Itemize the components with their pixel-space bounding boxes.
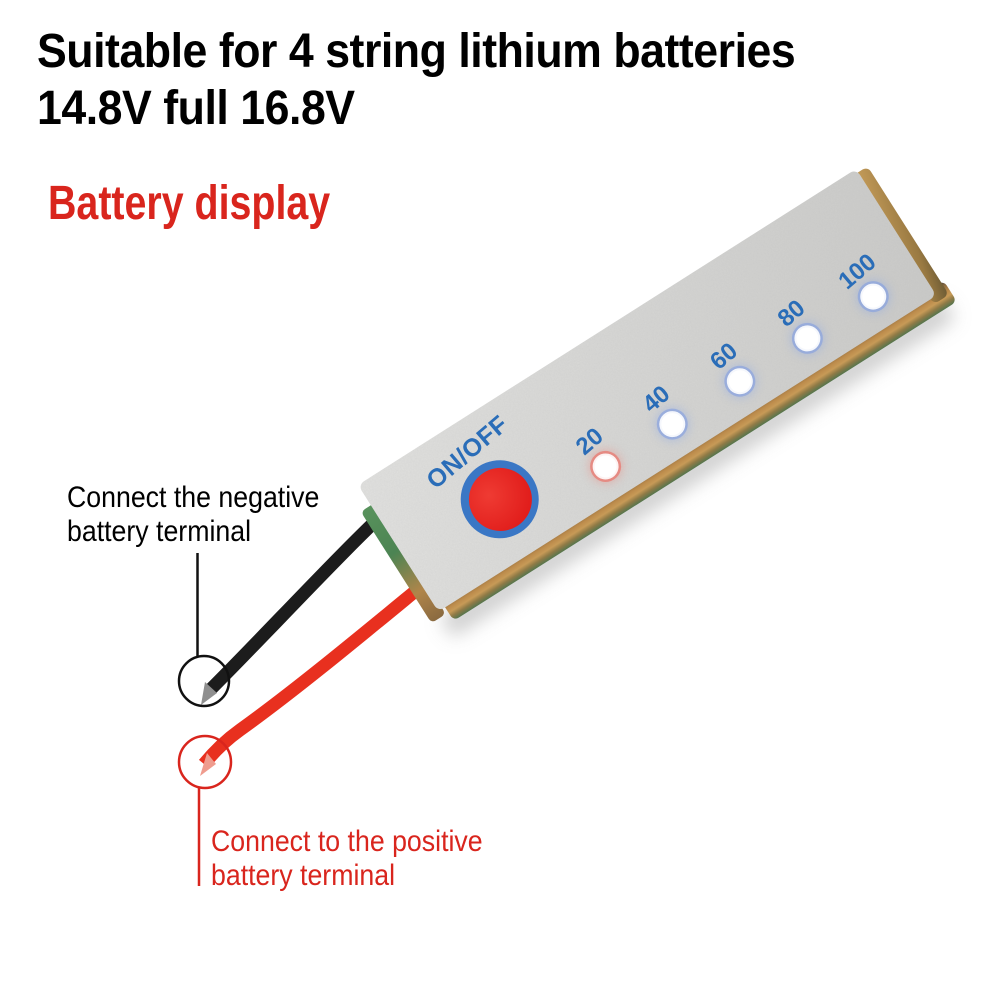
positive-terminal-circle — [177, 734, 233, 790]
negative-callout-line-1: Connect the negative — [67, 481, 320, 514]
negative-callout-line-2: battery terminal — [67, 515, 252, 548]
battery-indicator-board: ON/OFF 20 40 60 80 100 — [358, 166, 957, 624]
negative-terminal-circle — [177, 654, 231, 708]
positive-callout-line-2: battery terminal — [211, 859, 396, 892]
negative-wire-tip — [201, 682, 217, 705]
board-face: ON/OFF 20 40 60 80 100 — [358, 168, 937, 612]
section-label: Battery display — [48, 177, 331, 230]
positive-wire — [198, 578, 429, 769]
positive-callout-line-1: Connect to the positive — [211, 825, 483, 858]
positive-wire-tip — [200, 753, 216, 776]
negative-callout-text: Connect the negative battery terminal — [67, 481, 319, 549]
page-title: Suitable for 4 string lithium batteries … — [37, 23, 796, 137]
positive-callout-text: Connect to the positive battery terminal — [211, 825, 483, 893]
title-line-2: 14.8V full 16.8V — [37, 82, 355, 135]
title-line-1: Suitable for 4 string lithium batteries — [37, 25, 796, 78]
